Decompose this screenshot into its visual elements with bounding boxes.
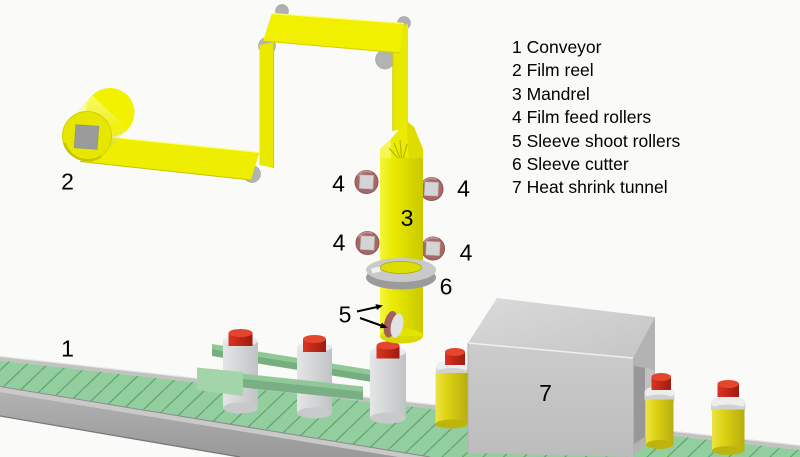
guide-rail-front — [197, 367, 363, 400]
legend-item-film-reel: 2 Film reel — [512, 60, 594, 81]
film-feed-roller-top-left — [354, 170, 379, 194]
sleeve-cutter — [366, 258, 436, 290]
callout-numbers: 1 2 3 4 4 4 4 5 6 7 — [61, 169, 552, 407]
bottle-sleeved-3 — [711, 380, 746, 455]
legend-item-sleeve-cutter: 6 Sleeve cutter — [512, 154, 629, 175]
callout-arrow — [356, 306, 378, 313]
conveyor-front-rail-edge — [0, 386, 431, 457]
sleeve-shoot-roller — [383, 310, 404, 338]
conveyor-bottom-edge — [0, 415, 241, 457]
film-web — [79, 4, 411, 183]
bottle-sleeve — [435, 373, 468, 424]
guide-rail-front-flare — [197, 367, 243, 396]
tunnel-top-face — [468, 298, 655, 358]
sleeve-cutter-notch — [371, 266, 381, 274]
mandrel — [380, 121, 423, 344]
bottle-plain-2 — [297, 335, 332, 419]
sleeve-cutter-bore — [380, 261, 422, 274]
callout-film-feed-roller-top-left: 4 — [332, 171, 345, 197]
bottle-plain-3 — [370, 341, 406, 424]
legend-item-sleeve-shoot-rollers: 5 Sleeve shoot rollers — [512, 130, 681, 151]
film-feed-rollers — [354, 170, 445, 261]
callout-arrow — [359, 317, 382, 327]
film-strip-horizontal — [80, 136, 260, 180]
legend-item-conveyor: 1 Conveyor — [512, 37, 602, 57]
callout-arrows — [356, 304, 388, 329]
callout-sleeve-shoot-rollers: 5 — [339, 302, 352, 328]
film-roller-right-icon — [375, 49, 395, 70]
tunnel-front-top-edge — [467, 342, 634, 359]
bottle-sleeved-1 — [435, 348, 468, 429]
tunnel-exit-opening — [634, 366, 645, 444]
legend-item-mandrel: 3 Mandrel — [512, 83, 590, 104]
bottle-sleeve — [712, 409, 745, 451]
film-feed-roller-top-right — [419, 177, 444, 201]
bottle-plain-1 — [223, 329, 258, 414]
legend-item-heat-shrink-tunnel: 7 Heat shrink tunnel — [512, 177, 668, 198]
film-reel-hub — [73, 124, 100, 150]
tunnel-front-face — [468, 343, 633, 457]
callout-arrowhead — [375, 304, 383, 310]
conveyor-front-face — [0, 392, 399, 457]
callout-film-feed-roller-top-right: 4 — [457, 176, 470, 202]
film-reel — [62, 88, 135, 162]
callout-mandrel: 3 — [401, 205, 414, 231]
bottle-sleeved-2 — [644, 373, 675, 449]
mandrel-bottom — [380, 336, 423, 344]
mandrel-body — [380, 158, 423, 336]
film-strip-left — [259, 42, 274, 168]
legend: 1 Conveyor 2 Film reel 3 Mandrel 4 Film … — [512, 36, 680, 200]
legend-item-film-feed-rollers: 4 Film feed rollers — [512, 107, 652, 128]
callout-arrowhead — [379, 322, 388, 329]
film-feed-roller-bottom-right — [421, 236, 445, 261]
heat-shrink-tunnel — [467, 298, 655, 457]
film-feed-roller-bottom-left — [355, 231, 380, 255]
callout-sleeve-cutter: 6 — [440, 274, 453, 300]
film-strip-top — [263, 13, 404, 53]
callout-conveyor: 1 — [61, 336, 74, 362]
callout-film-feed-roller-bottom-right: 4 — [460, 240, 473, 266]
callout-film-reel: 2 — [61, 169, 74, 195]
bottle-sleeve — [646, 399, 674, 445]
callout-film-feed-roller-bottom-left: 4 — [333, 230, 346, 256]
callout-heat-shrink-tunnel: 7 — [539, 380, 552, 406]
